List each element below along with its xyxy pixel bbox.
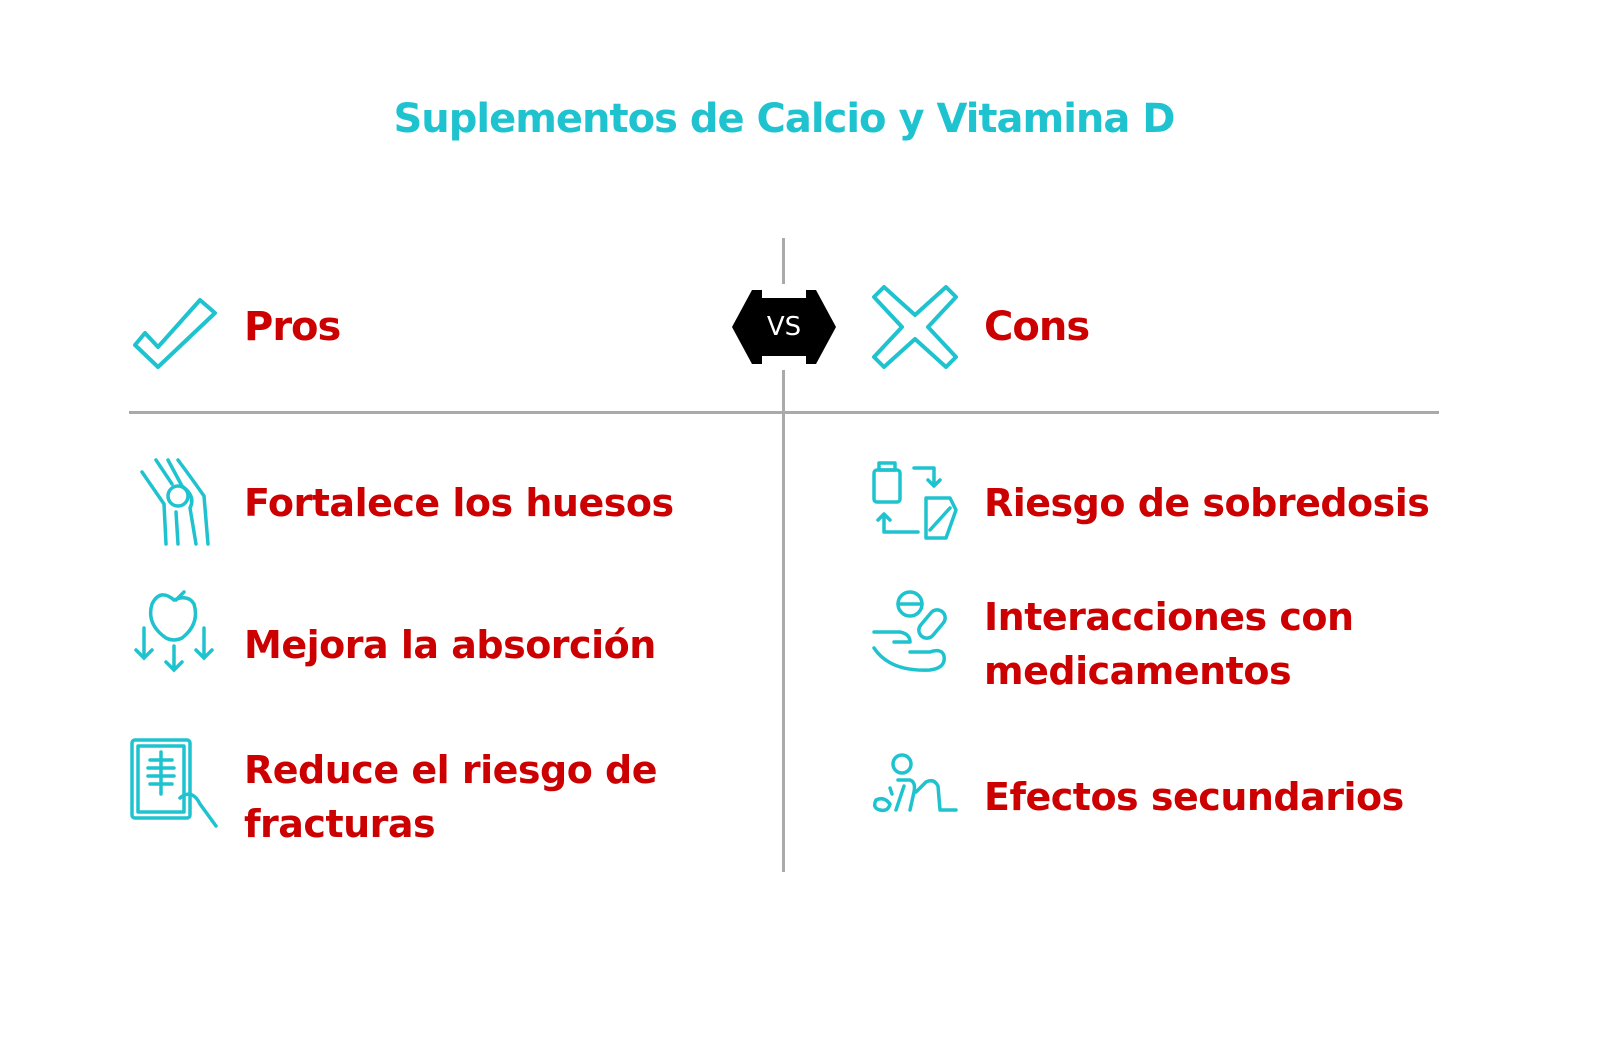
divider-vertical-top: [782, 238, 785, 284]
x-mark-icon: [872, 285, 958, 369]
cons-item-2: Interacciones con medicamentos: [984, 595, 1354, 693]
bone-joint-icon: [140, 458, 210, 546]
pros-heading: Pros: [244, 304, 341, 350]
pros-item-3: Reduce el riesgo de fracturas: [244, 748, 658, 846]
medication-hand-icon: [872, 590, 947, 672]
cons-item-1: Riesgo de sobredosis: [984, 481, 1430, 525]
page-title: Suplementos de Calcio y Vitamina D: [393, 96, 1175, 142]
divider-vertical: [782, 370, 785, 872]
overdose-icon: [872, 461, 958, 540]
checkmark-icon: [133, 298, 217, 369]
xray-icon: [130, 738, 218, 828]
side-effects-icon: [872, 753, 958, 813]
vs-badge: VS: [732, 290, 836, 364]
cons-item-3: Efectos secundarios: [984, 775, 1404, 819]
divider-horizontal: [129, 411, 1439, 414]
cons-heading: Cons: [984, 304, 1090, 350]
vs-label: VS: [766, 312, 802, 342]
absorption-icon: [134, 590, 214, 673]
pros-item-2: Mejora la absorción: [244, 623, 656, 667]
pros-item-1: Fortalece los huesos: [244, 481, 674, 525]
